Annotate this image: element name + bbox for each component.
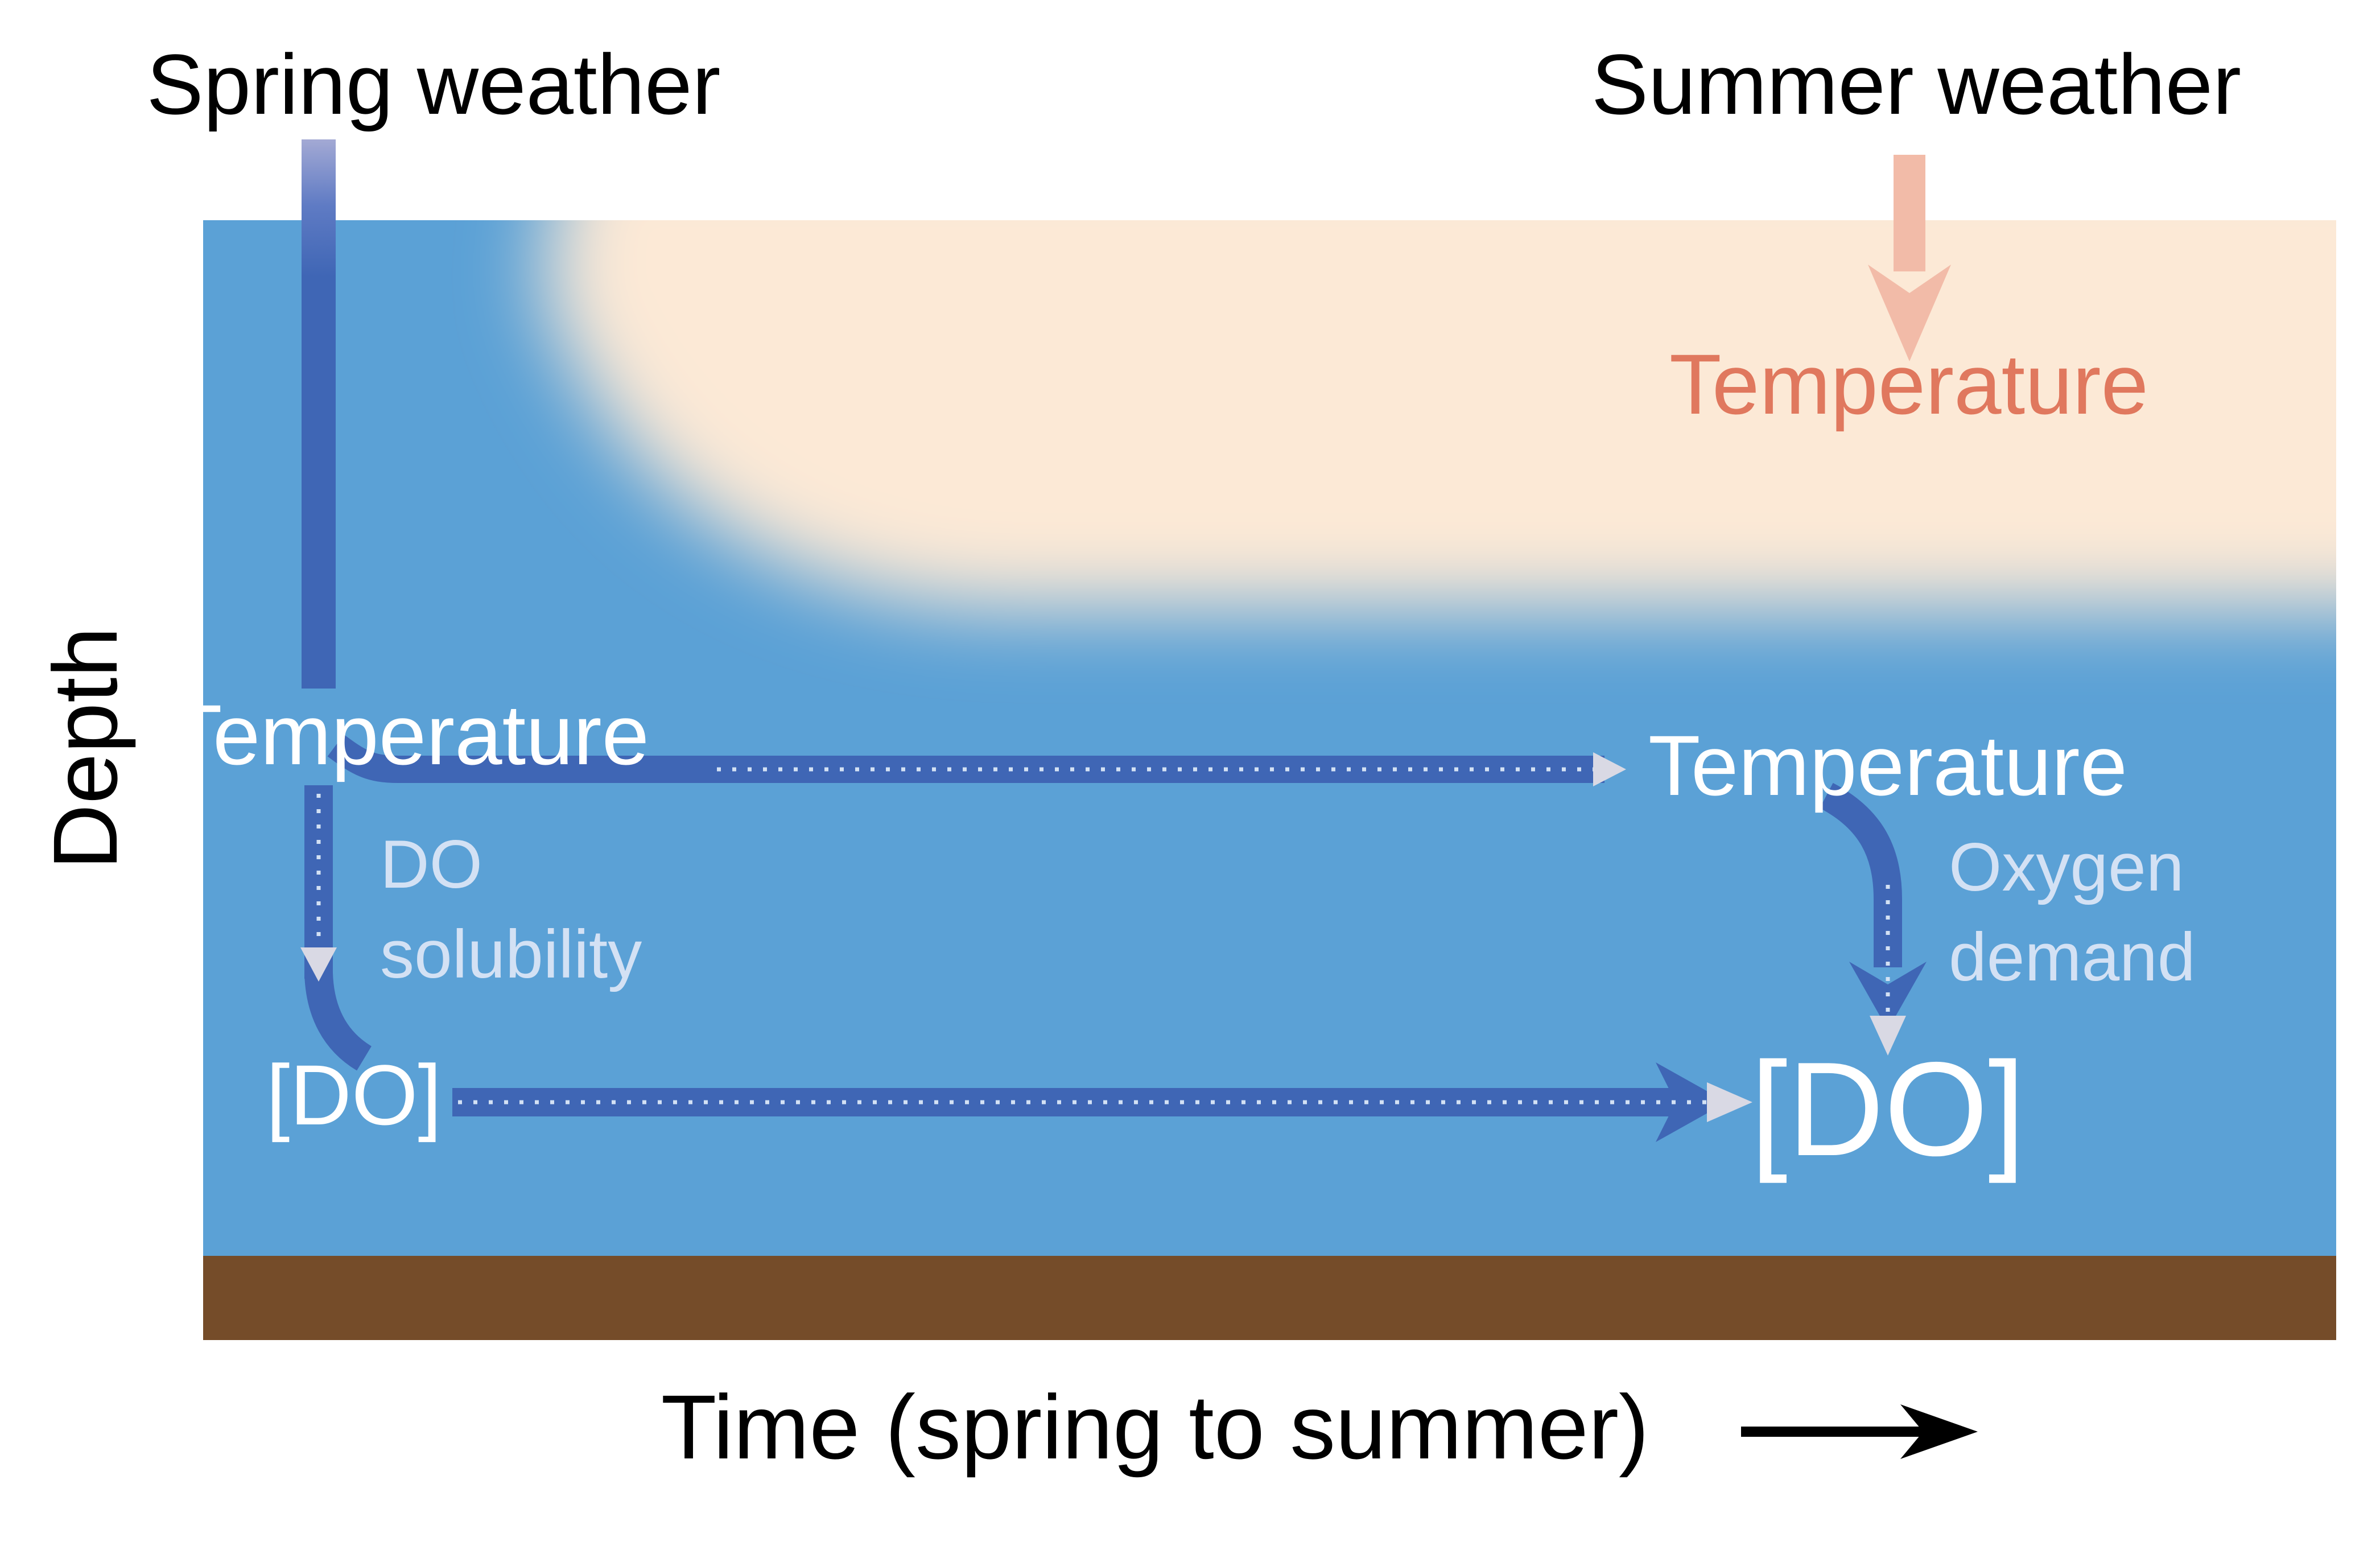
spring-temperature-label: Temperature: [170, 687, 649, 782]
do-solubility-label-line2: solubility: [380, 916, 642, 992]
oxygen-demand-arrow: [1819, 782, 1902, 967]
do-solubility-arrowhead: [300, 947, 337, 982]
temperature-time-arrow: [327, 734, 1604, 783]
do-time-arrowhead: [1707, 1082, 1752, 1122]
oxygen-demand-label-line1: Oxygen: [1949, 829, 2184, 905]
oxygen-demand-arrowhead: [1870, 1016, 1906, 1056]
do-solubility-arrow-bend: [304, 972, 372, 1071]
summer-weather-arrow-shaft: [1894, 155, 1925, 271]
do-time-arrowhead-blue: [1656, 1062, 1727, 1142]
summer-temperature-label: Temperature: [1648, 718, 2127, 813]
sediment-layer: [203, 1256, 2336, 1340]
surface-temperature-label: Temperature: [1669, 336, 2148, 432]
summer-weather-arrowhead: [1868, 265, 1951, 361]
depth-axis-label: Depth: [34, 627, 136, 870]
temperature-time-arrowhead: [1593, 752, 1626, 786]
warm-surface-layer: [541, 220, 2336, 609]
spring-weather-arrow: [302, 139, 336, 689]
time-axis-arrowhead: [1900, 1404, 1978, 1459]
oxygen-demand-label-line2: demand: [1949, 919, 2196, 995]
time-axis-label: Time (spring to summer): [661, 1376, 1649, 1478]
summer-weather-label: Summer weather: [1591, 36, 2241, 132]
do-solubility-label-line1: DO: [380, 826, 482, 902]
summer-do-label: [DO]: [1750, 1034, 2025, 1184]
spring-do-label: [DO]: [266, 1047, 442, 1143]
spring-weather-label: Spring weather: [147, 36, 721, 132]
